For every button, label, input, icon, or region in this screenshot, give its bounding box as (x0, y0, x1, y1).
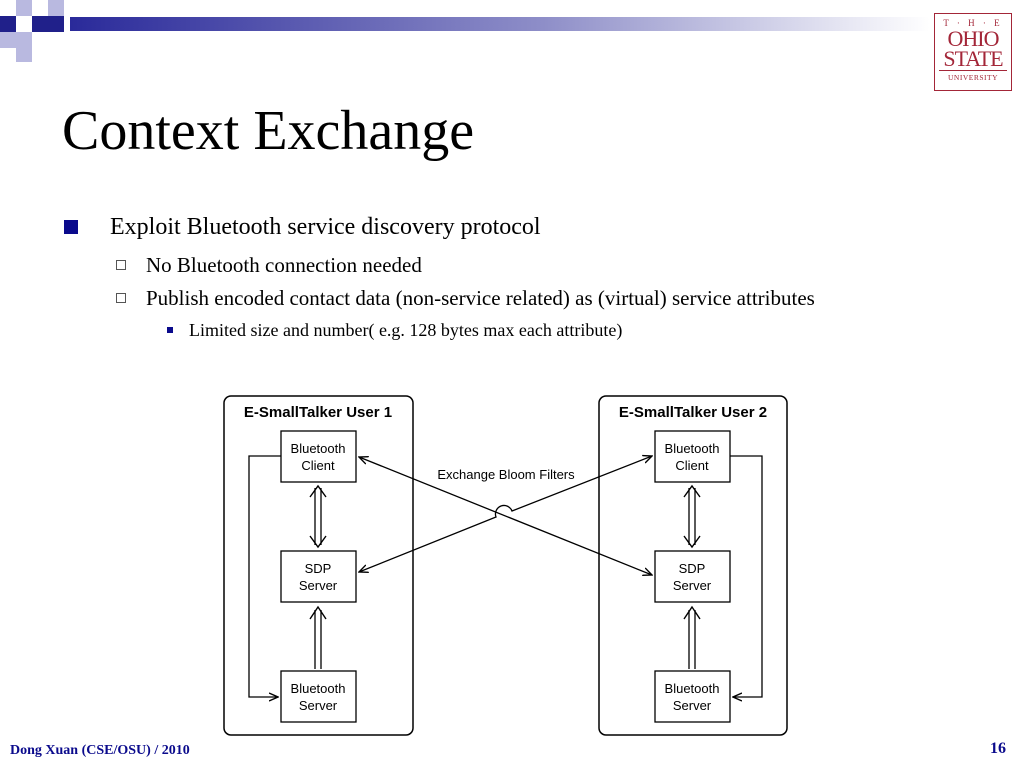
user1-container: E-SmallTalker User 1 Bluetooth Client SD… (223, 395, 414, 736)
user1-client-line1: Bluetooth (291, 441, 346, 456)
header-decoration (0, 0, 930, 62)
user1-server-line1: Bluetooth (291, 681, 346, 696)
user1-server-line2: Server (299, 698, 338, 713)
user2-bluetooth-client-box (654, 430, 731, 483)
logo-state: STATE (943, 46, 1003, 71)
slide-title: Context Exchange (62, 100, 475, 162)
user2-client-sdp-arrow (683, 484, 701, 549)
logo-ohio: OHIO (947, 26, 1000, 51)
user2-client-line1: Bluetooth (665, 441, 720, 456)
user1-bluetooth-server-box (280, 670, 357, 723)
user1-server-sdp-arrow (309, 605, 327, 669)
user2-server-sdp-arrow (683, 605, 701, 669)
user2-server-line1: Bluetooth (665, 681, 720, 696)
bullet-text: Exploit Bluetooth service discovery prot… (110, 214, 541, 240)
footer-author: Dong Xuan (CSE/OSU) / 2010 (10, 743, 190, 758)
user2-sdp-line2: Server (673, 578, 712, 593)
bullet-text: Limited size and number( e.g. 128 bytes … (189, 320, 623, 340)
user1-sdp-line1: SDP (305, 561, 332, 576)
bullet-text: No Bluetooth connection needed (146, 253, 422, 277)
user1-sdp-line2: Server (299, 578, 338, 593)
user1-title: E-SmallTalker User 1 (244, 404, 392, 421)
exchange-arrow-client1-to-sdp2 (359, 457, 652, 575)
user2-server-line2: Server (673, 698, 712, 713)
page-number: 16 (990, 740, 1006, 757)
user2-client-server-loop-arrow (730, 455, 763, 697)
user2-sdp-server-box (654, 550, 731, 603)
logo-university: UNIVERSITY (939, 70, 1007, 82)
user1-client-server-loop-arrow (248, 455, 281, 697)
bullet-text: Publish encoded contact data (non-servic… (146, 286, 815, 310)
exchange-bloom-filters-label: Exchange Bloom Filters (437, 467, 575, 482)
hollow-square-bullet-icon (116, 260, 126, 270)
square-bullet-icon (64, 220, 78, 234)
user2-bluetooth-server-box (654, 670, 731, 723)
osu-logo: T · H · E OHIO STATE UNIVERSITY (934, 13, 1012, 91)
hollow-square-bullet-icon (116, 293, 126, 303)
user1-bluetooth-client-box (280, 430, 357, 483)
user2-client-line2: Client (675, 458, 709, 473)
user1-client-sdp-arrow (309, 484, 327, 549)
user2-title: E-SmallTalker User 2 (619, 404, 767, 421)
user1-sdp-server-box (280, 550, 357, 603)
user2-sdp-line1: SDP (679, 561, 706, 576)
logo-the: T · H · E (943, 18, 1003, 28)
small-square-bullet-icon (167, 327, 173, 333)
user1-client-line2: Client (301, 458, 335, 473)
